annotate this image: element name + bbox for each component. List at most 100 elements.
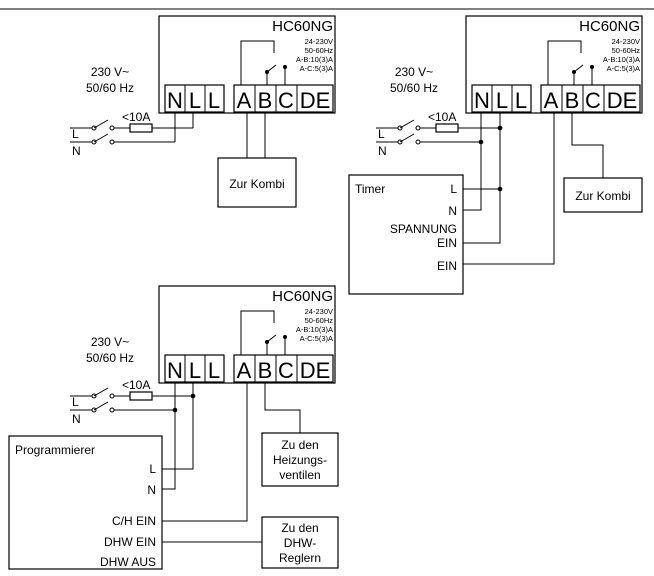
diagram-2: HC60NG 24-230V 50-60Hz A-B:10(3)A A-C:5(… xyxy=(348,15,643,295)
terminal-n: N xyxy=(167,88,183,113)
fuse-rating-label: <10A xyxy=(428,110,456,124)
timer-ein-1: EIN xyxy=(437,236,457,250)
valves-wire xyxy=(264,382,301,433)
spec-ab-rating: A-B:10(3)A xyxy=(603,55,640,64)
supply-line-label: L xyxy=(378,127,385,141)
terminal-e: E xyxy=(623,88,638,113)
dhw-box xyxy=(261,516,339,569)
terminal-n: N xyxy=(474,88,490,113)
valves-box xyxy=(261,432,339,487)
terminal-block-right xyxy=(233,84,334,113)
diagram-1: HC60NG 24-230V 50-60Hz A-B:10(3)A A-C:5(… xyxy=(70,15,336,208)
programmer-wiring xyxy=(162,382,262,543)
relay-contacts xyxy=(240,40,287,85)
supply-frequency-label: 50/60 Hz xyxy=(86,81,134,95)
terminal-e: E xyxy=(316,88,331,113)
fuse xyxy=(129,123,153,133)
valves-box-line-2: Heizungs- xyxy=(273,453,327,467)
timer-ein-2: EIN xyxy=(437,259,457,273)
terminal-b: B xyxy=(565,88,580,113)
terminal-l2: L xyxy=(208,88,220,113)
fuse xyxy=(435,123,459,133)
supply-wires xyxy=(174,112,194,142)
supply-neutral-label: N xyxy=(72,144,81,158)
terminal-b: B xyxy=(258,358,273,383)
timer-n-terminal: N xyxy=(448,204,457,218)
spec-voltage: 24-230V xyxy=(305,37,333,46)
dhw-box-line-1: Zu den xyxy=(281,521,318,535)
isolator-switch xyxy=(70,387,193,413)
supply-frequency-label: 50/60 Hz xyxy=(390,81,438,95)
fuse xyxy=(129,391,153,401)
programmer-n-terminal: N xyxy=(147,483,156,497)
supply-line-label: L xyxy=(72,127,79,141)
terminal-d: D xyxy=(607,88,623,113)
isolator-switch xyxy=(70,119,193,145)
programmer-ch-ein: C/H EIN xyxy=(112,514,156,528)
terminal-c: C xyxy=(278,358,294,383)
programmer-l-terminal: L xyxy=(149,462,156,476)
terminal-n: N xyxy=(167,358,183,383)
relay-contacts xyxy=(547,40,594,85)
programmer-box xyxy=(8,435,163,570)
terminal-block-right xyxy=(540,84,641,113)
terminal-d: D xyxy=(300,358,316,383)
spec-ac-rating: A-C:5(3)A xyxy=(607,64,640,73)
terminal-de: DE xyxy=(300,358,331,383)
timer-title: Timer xyxy=(355,182,385,196)
terminal-l2: L xyxy=(515,88,527,113)
spec-voltage: 24-230V xyxy=(305,307,333,316)
terminal-l1: L xyxy=(496,88,508,113)
spec-ac-rating: A-C:5(3)A xyxy=(300,334,333,343)
terminal-d: D xyxy=(300,88,316,113)
kombi-box xyxy=(563,177,643,213)
model-label: HC60NG xyxy=(579,18,640,35)
spec-ab-rating: A-B:10(3)A xyxy=(296,325,333,334)
terminal-block-left xyxy=(164,84,225,113)
kombi-wires xyxy=(246,112,266,158)
supply-neutral-label: N xyxy=(72,412,81,426)
terminal-e: E xyxy=(316,358,331,383)
supply-voltage-label: 230 V~ xyxy=(91,65,129,79)
isolator-switch xyxy=(376,119,500,145)
fuse-rating-label: <10A xyxy=(122,378,150,392)
terminal-block-left xyxy=(471,84,532,113)
programmer-dhw-ein: DHW EIN xyxy=(104,535,156,549)
dhw-box-line-2: DHW- xyxy=(284,536,316,550)
terminal-a: A xyxy=(237,88,252,113)
model-label: HC60NG xyxy=(272,18,333,35)
spec-ac-rating: A-C:5(3)A xyxy=(300,64,333,73)
terminal-l1: L xyxy=(189,88,201,113)
spec-ab-rating: A-B:10(3)A xyxy=(296,55,333,64)
supply-neutral-label: N xyxy=(378,144,387,158)
terminal-block-left xyxy=(164,354,225,383)
dhw-box-line-3: Reglern xyxy=(279,551,321,565)
thermostat-unit: HC60NG 24-230V 50-60Hz A-B:10(3)A A-C:5(… xyxy=(465,15,643,114)
kombi-box-label: Zur Kombi xyxy=(575,189,630,203)
supply-frequency-label: 50/60 Hz xyxy=(86,351,134,365)
spec-frequency: 50-60Hz xyxy=(305,46,334,55)
thermostat-unit: HC60NG 24-230V 50-60Hz A-B:10(3)A A-C:5(… xyxy=(158,285,336,384)
spec-frequency: 50-60Hz xyxy=(612,46,641,55)
relay-contacts xyxy=(240,310,287,355)
spec-voltage: 24-230V xyxy=(612,37,640,46)
timer-box xyxy=(348,174,464,295)
spec-frequency: 50-60Hz xyxy=(305,316,334,325)
supply-voltage-label: 230 V~ xyxy=(91,335,129,349)
terminal-a: A xyxy=(544,88,559,113)
terminal-de: DE xyxy=(607,88,638,113)
terminal-l2: L xyxy=(208,358,220,383)
terminal-c: C xyxy=(278,88,294,113)
programmer-title: Programmierer xyxy=(15,443,95,457)
terminal-b: B xyxy=(258,88,273,113)
valves-box-line-3: ventilen xyxy=(279,468,320,482)
supply-voltage-label: 230 V~ xyxy=(395,65,433,79)
supply-line-label: L xyxy=(72,395,79,409)
terminal-c: C xyxy=(585,88,601,113)
diagram-3: HC60NG 24-230V 50-60Hz A-B:10(3)A A-C:5(… xyxy=(8,285,339,570)
timer-l-terminal: L xyxy=(450,182,457,196)
timer-spannung-label: SPANNUNG xyxy=(390,222,457,236)
terminal-de: DE xyxy=(300,88,331,113)
kombi-wire xyxy=(571,112,604,178)
